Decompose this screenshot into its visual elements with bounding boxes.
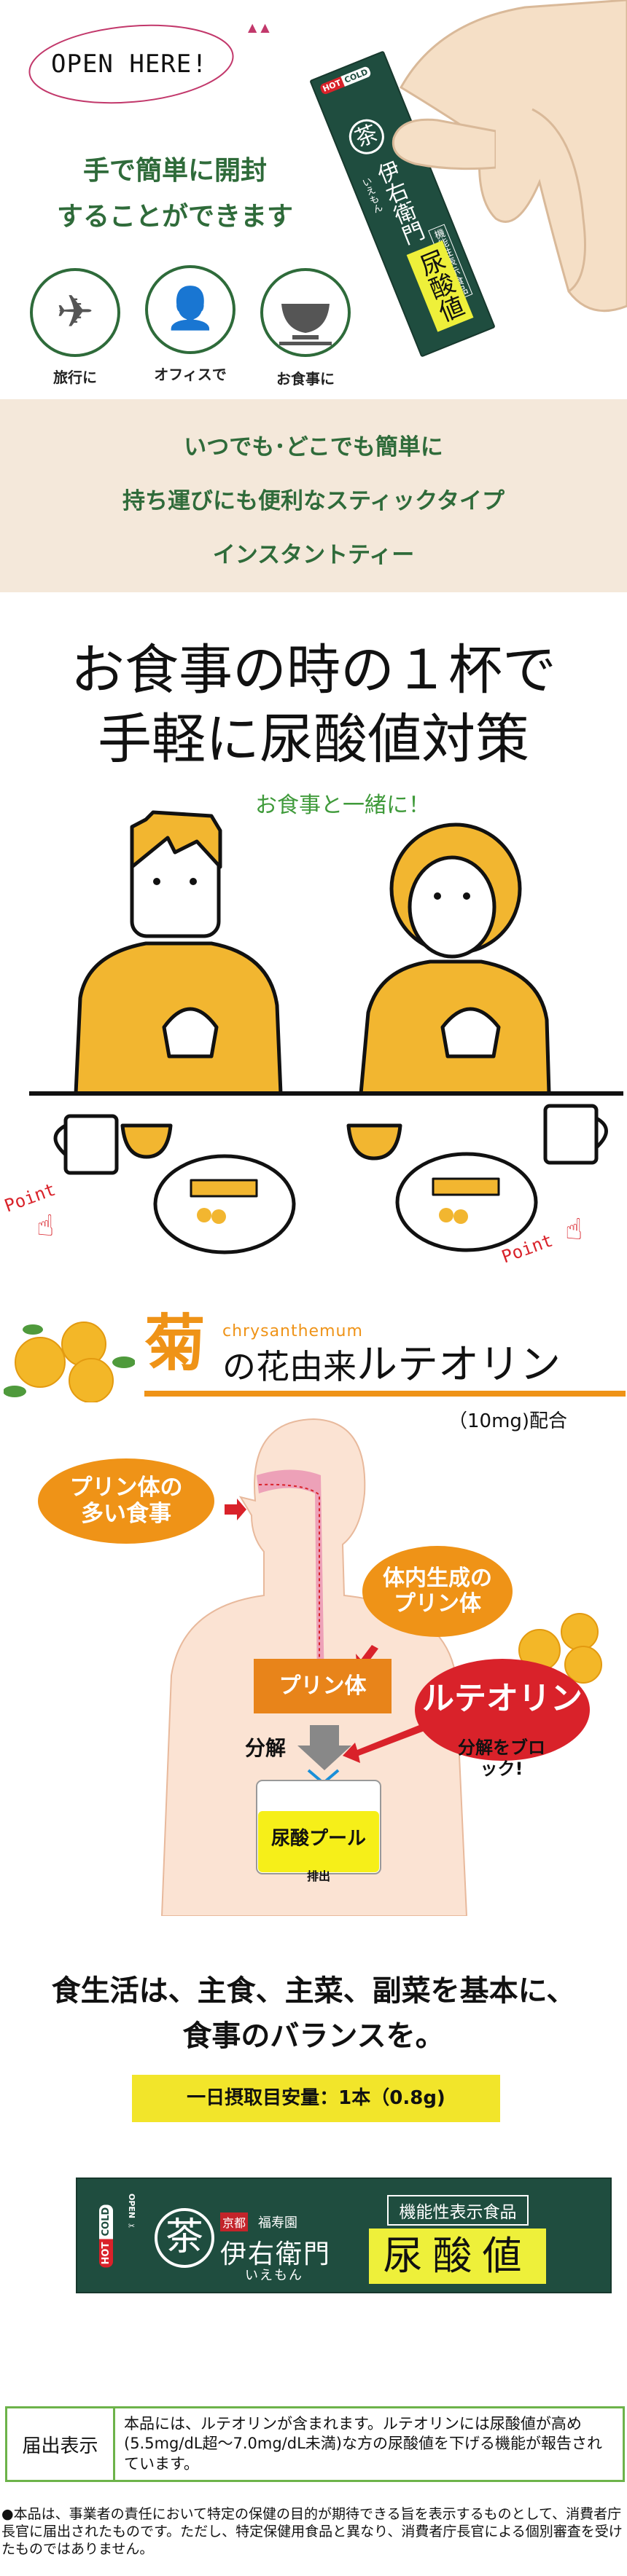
chrysanthemum-flowers-icon	[4, 1322, 135, 1402]
left-soup-bowl	[120, 1123, 173, 1159]
disclaimer-text: ●本品は、事業者の責任において特定の保健の目的が期待できる旨を表示するものとして…	[1, 2506, 623, 2557]
airplane-icon: ✈	[30, 268, 120, 357]
tea-mark-logo: 茶	[155, 2208, 214, 2268]
cold-badge: COLD	[99, 2204, 113, 2239]
open-here-scribble	[28, 24, 234, 104]
thumb-illustration	[392, 118, 496, 170]
illustration-caption: お食事と一緒に！	[255, 793, 430, 818]
rice-bowl-icon	[260, 268, 351, 357]
purine-box: プリン体	[254, 1659, 392, 1713]
headline-line-1: お食事の時の１杯で	[71, 639, 556, 702]
tea-mark-logo: 茶	[343, 114, 390, 160]
chrysanthemum-label: chrysanthemum	[222, 1322, 363, 1340]
daily-intake-box: 一日摂取目安量：1本（0.8g)	[132, 2075, 500, 2122]
hot-badge: HOT	[319, 76, 345, 95]
block-arrow	[343, 1718, 440, 1763]
headline-line-2: 手軽に尿酸値対策	[98, 708, 529, 771]
diet-line-1: 食生活は、主食、主菜、副菜を基本に、	[51, 1974, 576, 2008]
notice-label: 届出表示	[7, 2408, 115, 2480]
luteolin-title: の花由来ルテオリン	[222, 1345, 561, 1386]
open-text: OPEN	[127, 2194, 136, 2219]
cold-badge: COLD	[340, 66, 372, 87]
block-label: 分解をブロック!	[458, 1737, 545, 1779]
title-origin: の花由来	[222, 1347, 357, 1386]
pool-label: 尿酸プール	[270, 1828, 366, 1850]
luteolin-bubble: ルテオリン	[415, 1659, 590, 1761]
purine-food-bubble: プリン体の多い食事	[38, 1458, 214, 1544]
hot-badge: HOT	[99, 2239, 113, 2268]
office-worker-icon: 👤	[145, 265, 235, 354]
excrete-label: 排出	[306, 1869, 330, 1883]
kiku-character: 菊	[144, 1308, 206, 1379]
icon-label-meal: お食事に	[276, 370, 335, 388]
purine-food-text: プリン体の多い食事	[69, 1474, 183, 1527]
band-line-1: いつでも･どこでも簡単に	[184, 434, 443, 460]
hero-line-1: 手で簡単に開封	[82, 156, 267, 186]
kyoto-badge: 京都	[220, 2212, 249, 2231]
pointing-hand-icon: ☝	[36, 1209, 55, 1243]
breakdown-label: 分解	[245, 1736, 287, 1760]
open-label: OPEN ✂	[127, 2194, 136, 2231]
brand-name: 伊右衛門	[220, 2239, 332, 2269]
accent-marks-icon: ▲ ▲	[248, 20, 270, 34]
chrysanthemum-icon	[518, 1613, 602, 1684]
band-line-2: 持ち運びにも便利なスティックタイプ	[122, 488, 505, 514]
right-mug	[543, 1104, 599, 1165]
icon-label-office: オフィスで	[154, 366, 227, 383]
breakdown-arrow	[297, 1725, 351, 1770]
amount-label: （10mg)配合	[448, 1410, 568, 1432]
intake-arrow	[225, 1499, 246, 1520]
title-luteolin: ルテオリン	[357, 1341, 561, 1389]
right-soup-bowl	[346, 1123, 402, 1161]
maker-name: 福寿園	[258, 2215, 297, 2231]
internal-purine-text: 体内生成のプリン体	[383, 1566, 492, 1617]
left-plate	[153, 1154, 296, 1254]
product-name: 尿酸値	[369, 2229, 546, 2284]
band-line-3: インスタントティー	[212, 542, 415, 568]
notice-table: 届出表示 本品には、ルテオリンが含まれます。ルテオリンには尿酸値が高め(5.5m…	[5, 2406, 625, 2482]
portability-band: いつでも･どこでも簡単に 持ち運びにも便利なスティックタイプ インスタントティー	[0, 399, 627, 592]
internal-purine-bubble: 体内生成のプリン体	[362, 1546, 513, 1637]
pointing-hand-icon-right: ☝	[565, 1213, 583, 1246]
open-here-label: OPEN HERE!	[51, 50, 208, 79]
title-underline	[144, 1391, 626, 1397]
brand-kana: いえもん	[245, 2268, 303, 2283]
right-plate	[395, 1152, 538, 1252]
left-mug	[63, 1114, 119, 1175]
category-label: 機能性表示食品	[387, 2195, 529, 2226]
couple-eating-illustration	[29, 810, 623, 1254]
diet-line-2: 食事のバランスを。	[182, 2019, 445, 2053]
notice-text: 本品には、ルテオリンが含まれます。ルテオリンには尿酸値が高め(5.5mg/dL超…	[124, 2415, 602, 2473]
icon-label-travel: 旅行に	[53, 369, 97, 386]
hero-line-2: することができます	[56, 202, 293, 232]
